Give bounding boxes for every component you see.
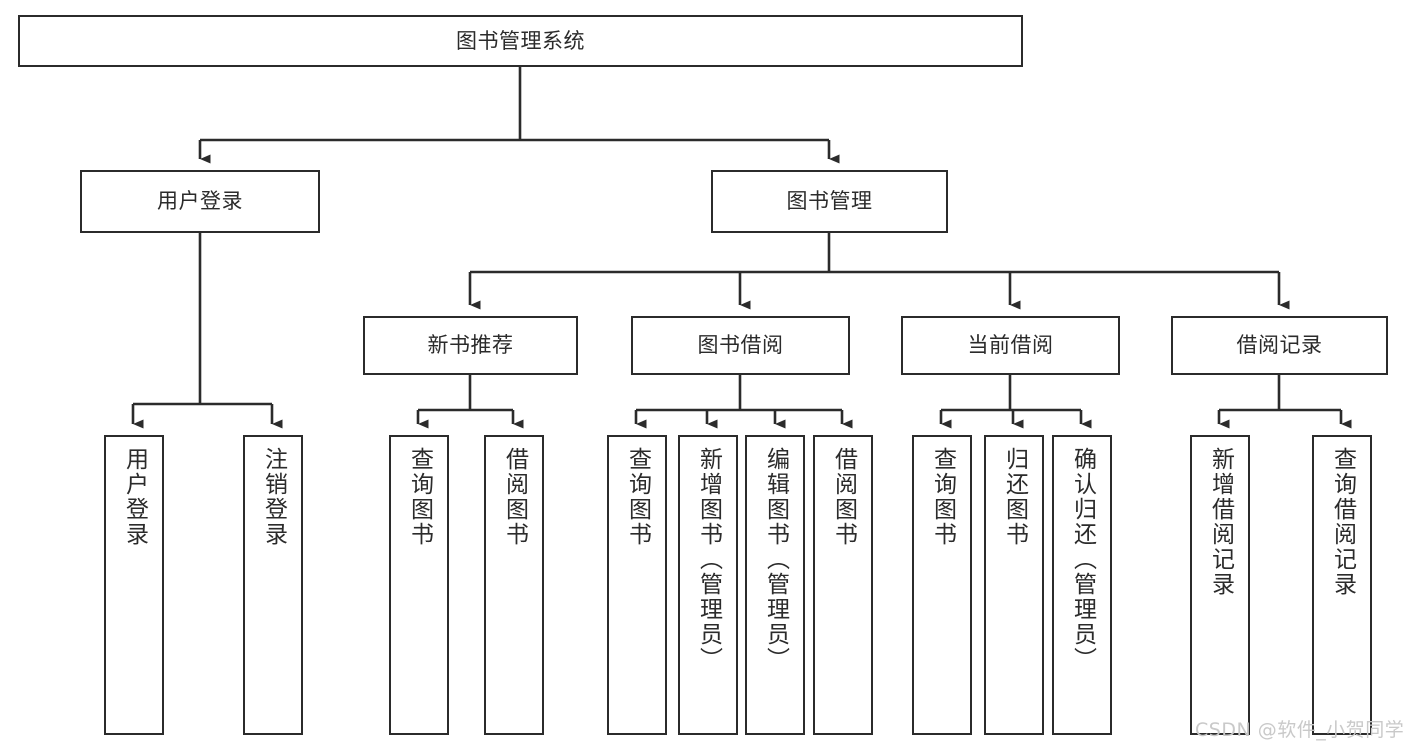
node-label: 图书管理系统 bbox=[456, 28, 585, 53]
node-level3-2[interactable]: 当前借阅 bbox=[901, 316, 1120, 375]
watermark-text: CSDN @软件_小贺同学 bbox=[1195, 719, 1405, 741]
node-label: 用户登录 bbox=[121, 447, 148, 547]
node-label: 注销登录 bbox=[260, 447, 287, 547]
node-label: 确认归还（管理员） bbox=[1069, 447, 1096, 672]
node-leaf-10[interactable]: 确认归还（管理员） bbox=[1052, 435, 1112, 735]
node-label: 借阅图书 bbox=[830, 447, 857, 547]
node-label: 用户登录 bbox=[157, 189, 243, 214]
node-label: 当前借阅 bbox=[967, 333, 1054, 358]
node-level2-0[interactable]: 用户登录 bbox=[80, 170, 320, 233]
node-label: 图书借阅 bbox=[697, 333, 784, 358]
node-label: 借阅记录 bbox=[1236, 333, 1323, 358]
node-label: 编辑图书（管理员） bbox=[762, 447, 789, 672]
node-label: 归还图书 bbox=[1001, 447, 1028, 547]
node-label: 查询图书 bbox=[929, 447, 956, 547]
node-leaf-7[interactable]: 借阅图书 bbox=[813, 435, 873, 735]
node-level3-1[interactable]: 图书借阅 bbox=[631, 316, 850, 375]
node-leaf-0[interactable]: 用户登录 bbox=[104, 435, 164, 735]
node-leaf-8[interactable]: 查询图书 bbox=[912, 435, 972, 735]
node-label: 查询借阅记录 bbox=[1329, 447, 1356, 597]
node-leaf-5[interactable]: 新增图书（管理员） bbox=[678, 435, 738, 735]
node-label: 借阅图书 bbox=[501, 447, 528, 547]
node-level2-1[interactable]: 图书管理 bbox=[711, 170, 948, 233]
node-leaf-1[interactable]: 注销登录 bbox=[243, 435, 303, 735]
node-leaf-4[interactable]: 查询图书 bbox=[607, 435, 667, 735]
node-label: 新书推荐 bbox=[427, 333, 514, 358]
node-leaf-3[interactable]: 借阅图书 bbox=[484, 435, 544, 735]
node-level3-3[interactable]: 借阅记录 bbox=[1171, 316, 1388, 375]
node-root-图书管理系统[interactable]: 图书管理系统 bbox=[18, 15, 1023, 67]
node-leaf-12[interactable]: 查询借阅记录 bbox=[1312, 435, 1372, 735]
node-label: 查询图书 bbox=[406, 447, 433, 547]
node-leaf-2[interactable]: 查询图书 bbox=[389, 435, 449, 735]
node-level3-0[interactable]: 新书推荐 bbox=[363, 316, 578, 375]
node-label: 新增借阅记录 bbox=[1207, 447, 1234, 597]
node-leaf-11[interactable]: 新增借阅记录 bbox=[1190, 435, 1250, 735]
node-leaf-9[interactable]: 归还图书 bbox=[984, 435, 1044, 735]
node-leaf-6[interactable]: 编辑图书（管理员） bbox=[745, 435, 805, 735]
node-label: 图书管理 bbox=[786, 189, 873, 214]
node-label: 新增图书（管理员） bbox=[695, 447, 722, 672]
node-label: 查询图书 bbox=[624, 447, 651, 547]
